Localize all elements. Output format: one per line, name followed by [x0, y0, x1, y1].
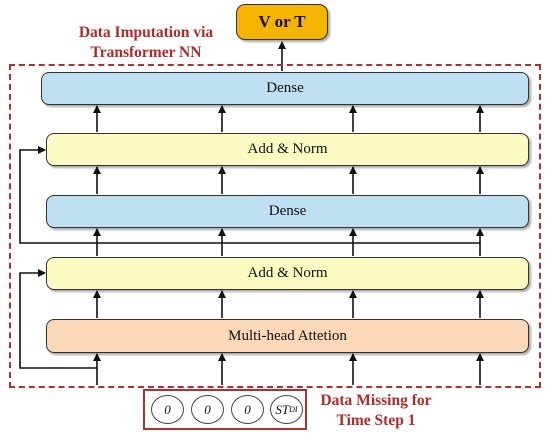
input-title-line1: Data Missing for: [320, 392, 432, 409]
add-norm-layer-top: Add & Norm: [46, 133, 529, 166]
input-title-line2: Time Step 1: [336, 412, 416, 429]
add-norm-layer-bottom: Add & Norm: [46, 257, 529, 290]
transformer-frame: [9, 64, 541, 388]
output-node: V or T: [236, 4, 328, 40]
frame-title: Data Imputation via Transformer NN: [58, 23, 234, 63]
input-cell-3: 0: [231, 395, 264, 424]
frame-title-line2: Transformer NN: [90, 44, 202, 61]
input-cell-1: 0: [151, 395, 184, 424]
input-cell-st-sub: DI: [289, 405, 298, 414]
multi-head-attention-layer: Multi-head Attetion: [46, 319, 529, 353]
dense-layer-middle: Dense: [46, 195, 529, 228]
input-cell-st-base: ST: [275, 401, 290, 417]
frame-title-line1: Data Imputation via: [78, 24, 214, 41]
input-cell-2: 0: [191, 395, 224, 424]
dense-layer-top: Dense: [41, 72, 529, 105]
input-title: Data Missing for Time Step 1: [314, 391, 438, 431]
